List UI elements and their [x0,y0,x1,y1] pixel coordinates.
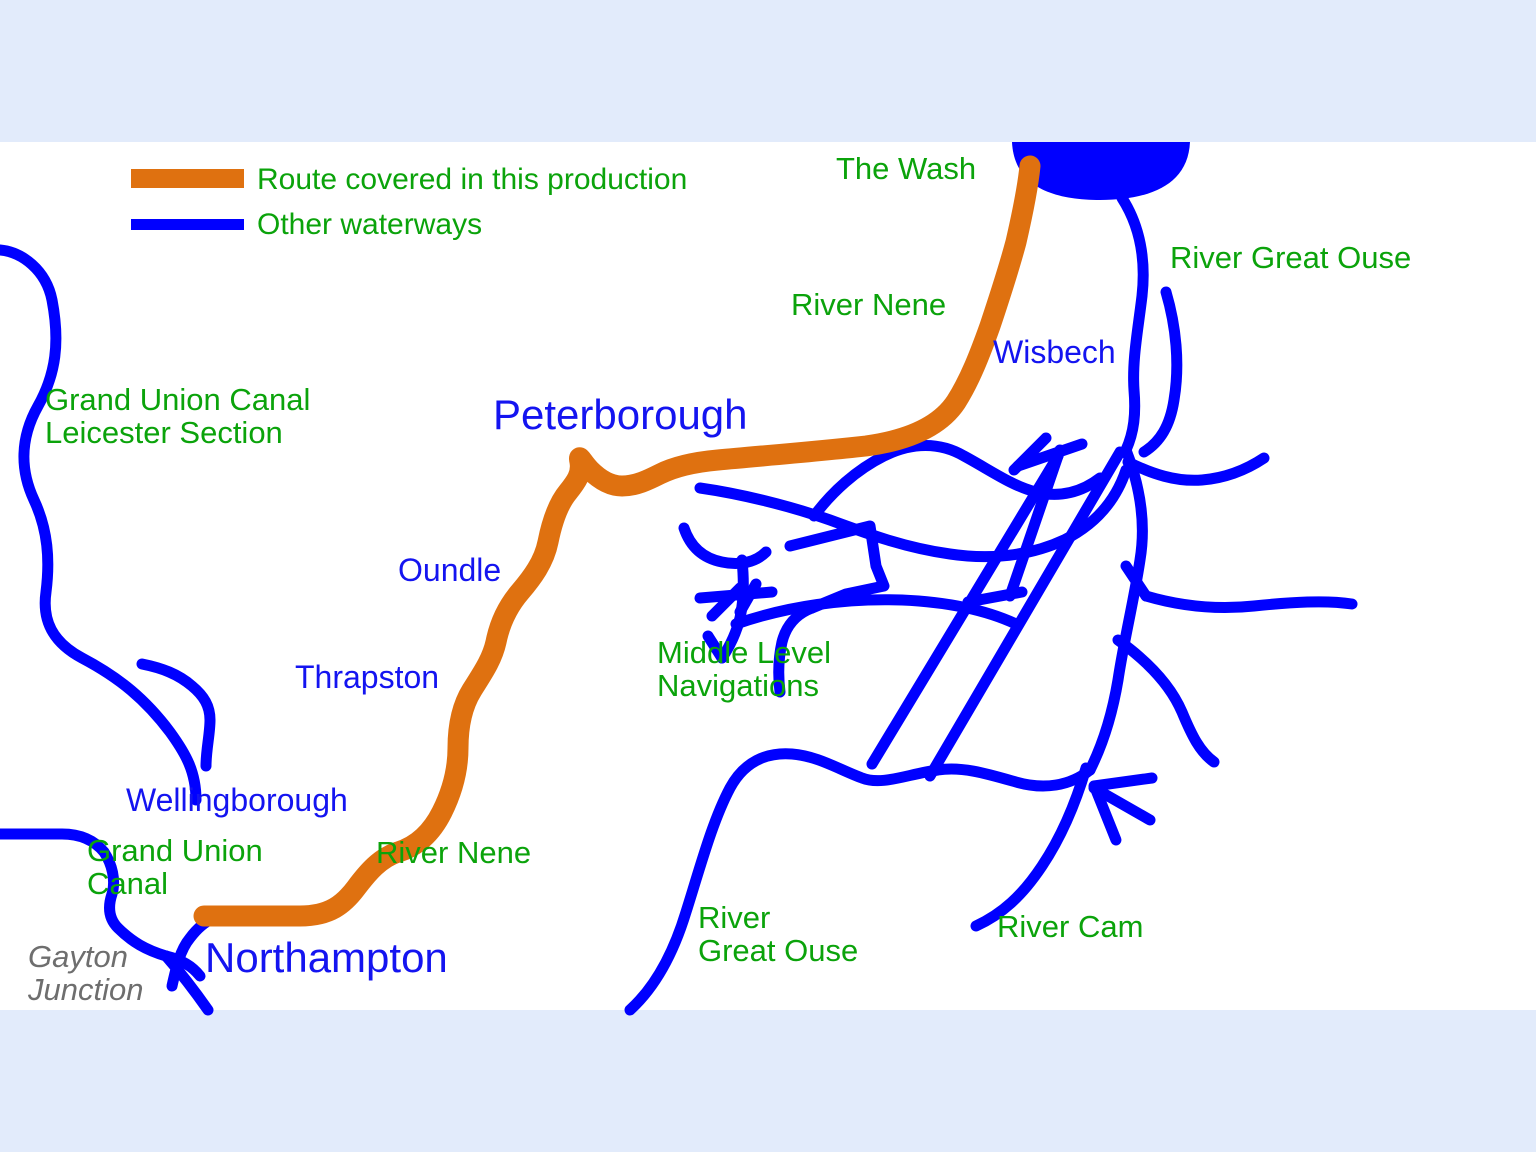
label-oundle: Oundle [398,552,502,588]
label-wellingborough: Wellingborough [126,782,348,818]
label-the-wash: The Wash [836,151,977,186]
label-river-nene-north: River Nene [791,287,947,322]
label-river-great-ouse-south: River Great Ouse [698,900,859,969]
label-river-cam: River Cam [997,909,1144,944]
label-northampton: Northampton [205,934,448,981]
label-middle-level-navigations: Middle Level Navigations [657,635,832,704]
label-river-nene-south: River Nene [376,835,532,870]
legend-other-label: Other waterways [257,208,483,241]
label-grand-union-canal: Grand Union Canal [87,833,263,902]
label-grand-union-leicester: Grand Union Canal Leicester Section [45,382,311,451]
label-wisbech: Wisbech [993,334,1116,370]
label-thrapston: Thrapston [295,659,440,695]
label-river-great-ouse-north: River Great Ouse [1170,240,1412,275]
label-gayton-junction: Gayton Junction [28,939,144,1008]
legend-route-label: Route covered in this production [257,163,688,196]
label-peterborough: Peterborough [493,391,748,438]
